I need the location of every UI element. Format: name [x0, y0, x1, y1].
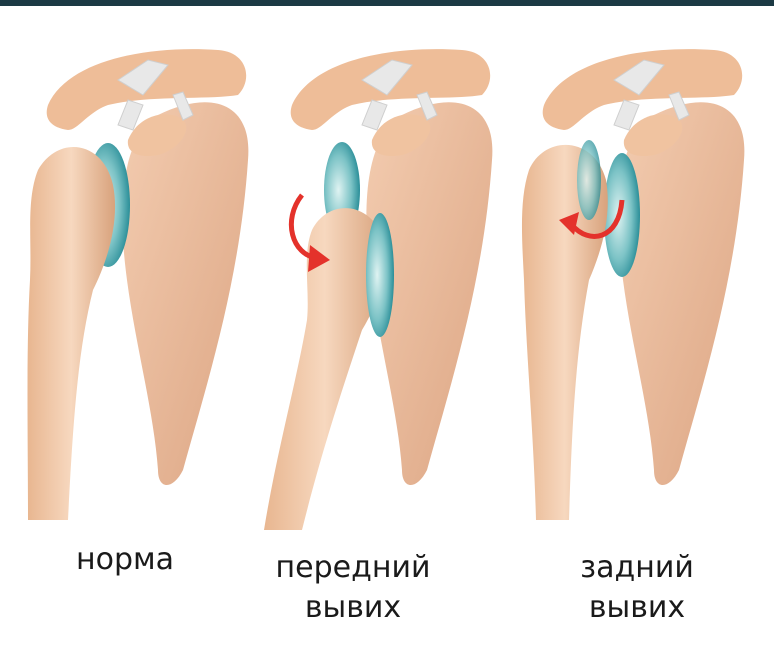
caption-line: задний [512, 548, 762, 588]
caption-posterior: задний вывих [512, 548, 762, 628]
scapula [122, 102, 248, 485]
caption-line: передний [228, 548, 478, 588]
humerus [28, 147, 116, 520]
glenoid-cartilage [604, 153, 640, 277]
shoulder-posterior-dislocation-illustration [514, 20, 764, 540]
shoulder-normal-illustration [8, 20, 258, 540]
caption-anterior: передний вывих [228, 548, 478, 628]
caption-line: вывих [512, 588, 762, 628]
caption-normal: норма [0, 540, 250, 580]
scapula [618, 102, 744, 485]
caption-line: вывих [228, 588, 478, 628]
top-bar [0, 0, 774, 6]
caption-line: норма [0, 540, 250, 580]
shoulder-anterior-dislocation-illustration [262, 20, 512, 540]
